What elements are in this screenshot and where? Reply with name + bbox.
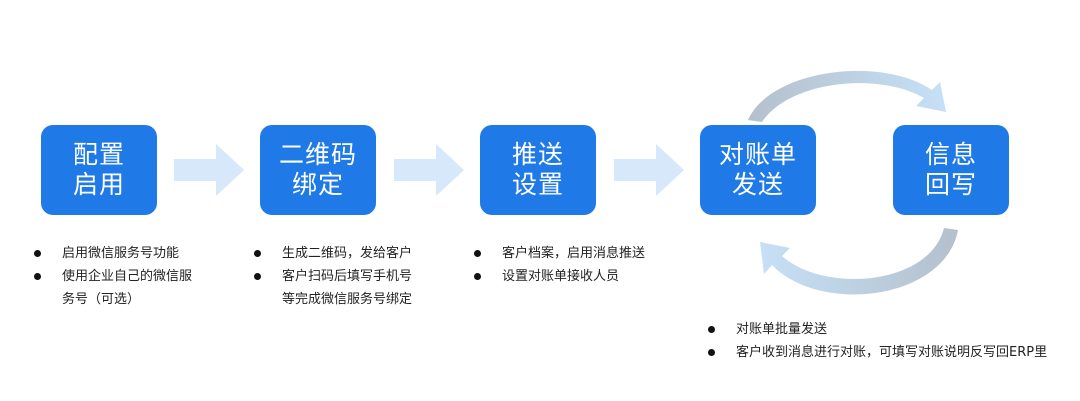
list-item: 客户收到消息进行对账，可填写对账说明反写回ERP里 — [708, 341, 1078, 364]
list-item-text: 客户扫码后填写手机号 — [282, 269, 413, 284]
flow-arrow-right-icon — [614, 144, 684, 196]
step-label-line1: 信息 — [924, 140, 977, 169]
step-label-line1: 二维码 — [278, 140, 357, 169]
list-item: 客户扫码后填写手机号等完成微信服务号绑定 — [254, 265, 454, 311]
list-item: 启用微信服务号功能 — [34, 242, 234, 265]
step1-notes: 启用微信服务号功能 使用企业自己的微信服务号（可选） — [34, 242, 234, 311]
step-info-writeback: 信息 回写 — [893, 125, 1009, 215]
step-label-line1: 配置 — [72, 140, 125, 169]
step-push-settings: 推送 设置 — [480, 125, 596, 215]
step-label-line1: 推送 — [511, 140, 564, 169]
step3-notes: 客户档案，启用消息推送 设置对账单接收人员 — [474, 242, 674, 288]
step-label-line2: 绑定 — [291, 170, 344, 199]
step-label-line2: 发送 — [731, 170, 784, 199]
list-item: 客户档案，启用消息推送 — [474, 242, 674, 265]
step-label-line2: 设置 — [511, 170, 564, 199]
step-label-line2: 启用 — [72, 170, 125, 199]
step2-notes: 生成二维码，发给客户 客户扫码后填写手机号等完成微信服务号绑定 — [254, 242, 454, 311]
step-qrcode-bind: 二维码 绑定 — [260, 125, 376, 215]
step-label-line2: 回写 — [924, 170, 977, 199]
list-item-text: 务号（可选） — [62, 292, 141, 307]
cycle-arrows-icon — [748, 70, 958, 295]
list-item: 对账单批量发送 — [708, 318, 1078, 341]
list-item: 使用企业自己的微信服务号（可选） — [34, 265, 234, 311]
list-item-text: 使用企业自己的微信服 — [62, 269, 193, 284]
step4-notes: 对账单批量发送 客户收到消息进行对账，可填写对账说明反写回ERP里 — [708, 318, 1078, 364]
flow-arrow-right-icon — [394, 144, 464, 196]
list-item: 生成二维码，发给客户 — [254, 242, 454, 265]
flow-arrow-right-icon — [174, 144, 244, 196]
step-statement-send: 对账单 发送 — [700, 125, 816, 215]
step-config-enable: 配置 启用 — [41, 125, 157, 215]
list-item: 设置对账单接收人员 — [474, 265, 674, 288]
step-label-line1: 对账单 — [718, 140, 797, 169]
list-item-text: 等完成微信服务号绑定 — [282, 292, 413, 307]
